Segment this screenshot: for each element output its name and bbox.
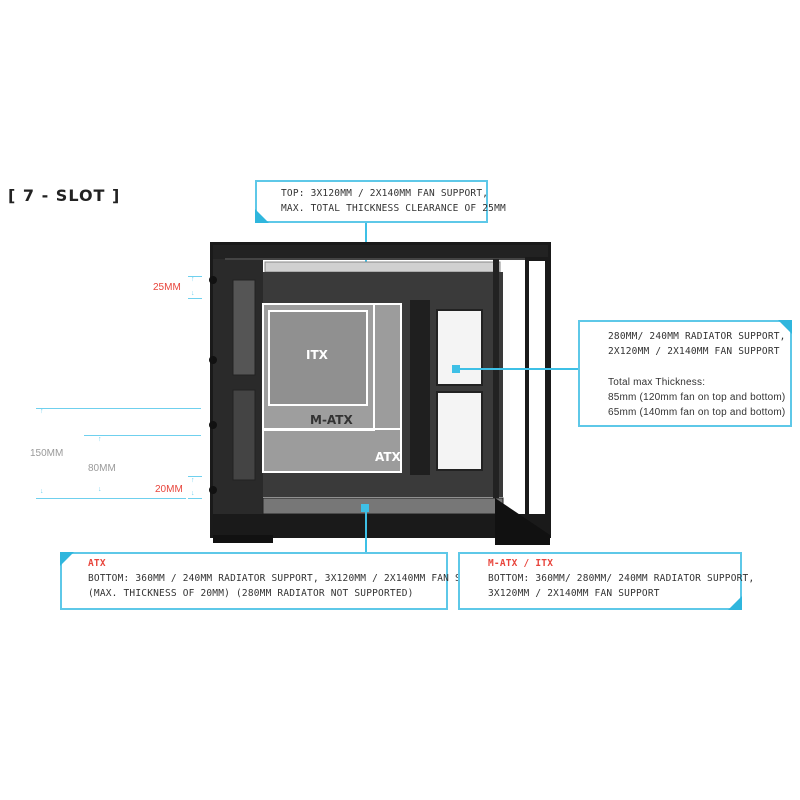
case-screw xyxy=(209,356,217,364)
top-callout-line-2: MAX. TOTAL THICKNESS CLEARANCE OF 25MM xyxy=(281,203,506,214)
matx-callout-title: M-ATX / ITX xyxy=(488,558,554,569)
thickness-title: Total max Thickness: xyxy=(608,377,706,388)
dimension-tick xyxy=(36,498,186,499)
side-fan-2 xyxy=(436,391,483,471)
matx-callout-line-1: BOTTOM: 360MM/ 280MM/ 240MM RADIATOR SUP… xyxy=(488,573,755,584)
top-clearance-label: 25MM xyxy=(153,282,181,293)
dimension-arrow-icon: ↓ xyxy=(98,486,102,493)
height-80-label: 80MM xyxy=(88,463,116,474)
atx-callout-line-2: (MAX. THICKNESS OF 20MM) (280MM RADIATOR… xyxy=(88,588,414,599)
dimension-tick xyxy=(188,476,202,477)
matx-callout-line-2: 3X120MM / 2X140MM FAN SUPPORT xyxy=(488,588,660,599)
dimension-tick xyxy=(36,408,201,409)
itx-board-outline xyxy=(268,310,368,406)
atx-label: ATX xyxy=(375,450,401,464)
board-divider xyxy=(262,428,402,430)
side-callout-line-1: 280MM/ 240MM RADIATOR SUPPORT, xyxy=(608,331,786,342)
side-fan-1 xyxy=(436,309,483,386)
dimension-tick xyxy=(188,298,202,299)
height-150-label: 150MM xyxy=(30,448,64,459)
dimension-arrow-icon: ↓ xyxy=(191,290,195,297)
case-screw xyxy=(209,486,217,494)
dimension-tick xyxy=(84,435,201,436)
bottom-callout-connector xyxy=(365,512,367,552)
dimension-tick xyxy=(188,276,202,277)
side-callout-connector xyxy=(458,368,578,370)
thickness-line-1: 85mm (120mm fan on top and bottom) xyxy=(608,392,786,403)
callout-corner-accent xyxy=(728,596,742,610)
rear-vent xyxy=(232,279,256,376)
atx-bottom-callout: ATX BOTTOM: 360MM / 240MM RADIATOR SUPPO… xyxy=(60,552,496,610)
dimension-arrow-icon: ↑ xyxy=(98,436,102,443)
dimension-arrow-icon: ↓ xyxy=(191,490,195,497)
case-screw xyxy=(209,421,217,429)
side-callout-point xyxy=(452,365,460,373)
front-pillar xyxy=(493,259,499,499)
page-title: [ 7 - SLOT ] xyxy=(8,186,121,205)
top-fan-mesh xyxy=(264,261,501,273)
matx-itx-bottom-callout: M-ATX / ITX BOTTOM: 360MM/ 280MM/ 240MM … xyxy=(458,552,754,610)
side-radiator-callout: 280MM/ 240MM RADIATOR SUPPORT, 2X120MM /… xyxy=(578,320,792,427)
top-fan-callout: TOP: 3X120MM / 2X140MM FAN SUPPORT, MAX.… xyxy=(255,180,506,223)
bottom-clearance-label: 20MM xyxy=(155,484,183,495)
bottom-callout-point xyxy=(361,504,369,512)
top-callout-line-1: TOP: 3X120MM / 2X140MM FAN SUPPORT, xyxy=(281,188,489,199)
dimension-arrow-icon: ↑ xyxy=(40,408,44,415)
dimension-arrow-icon: ↑ xyxy=(191,276,195,283)
itx-label: ITX xyxy=(306,348,328,362)
matx-label: M-ATX xyxy=(310,413,353,427)
side-callout-line-2: 2X120MM / 2X140MM FAN SUPPORT xyxy=(608,346,780,357)
atx-callout-title: ATX xyxy=(88,558,106,569)
case-top-rail xyxy=(213,245,548,259)
dimension-arrow-icon: ↑ xyxy=(191,477,195,484)
case-bottom-front xyxy=(495,498,550,545)
front-edge xyxy=(525,257,549,537)
dimension-tick xyxy=(188,498,202,499)
thickness-line-2: 65mm (140mm fan on top and bottom) xyxy=(608,407,786,418)
callout-corner-accent xyxy=(60,552,74,566)
case-floor xyxy=(213,514,548,535)
atx-callout-line-1: BOTTOM: 360MM / 240MM RADIATOR SUPPORT, … xyxy=(88,573,497,584)
side-fan-bracket xyxy=(410,300,430,475)
pci-slots xyxy=(232,389,256,481)
bottom-fan-mesh xyxy=(262,497,504,515)
dimension-arrow-icon: ↓ xyxy=(40,488,44,495)
callout-corner-accent xyxy=(255,209,269,223)
case-screw xyxy=(209,276,217,284)
case-foot-left xyxy=(213,535,273,543)
